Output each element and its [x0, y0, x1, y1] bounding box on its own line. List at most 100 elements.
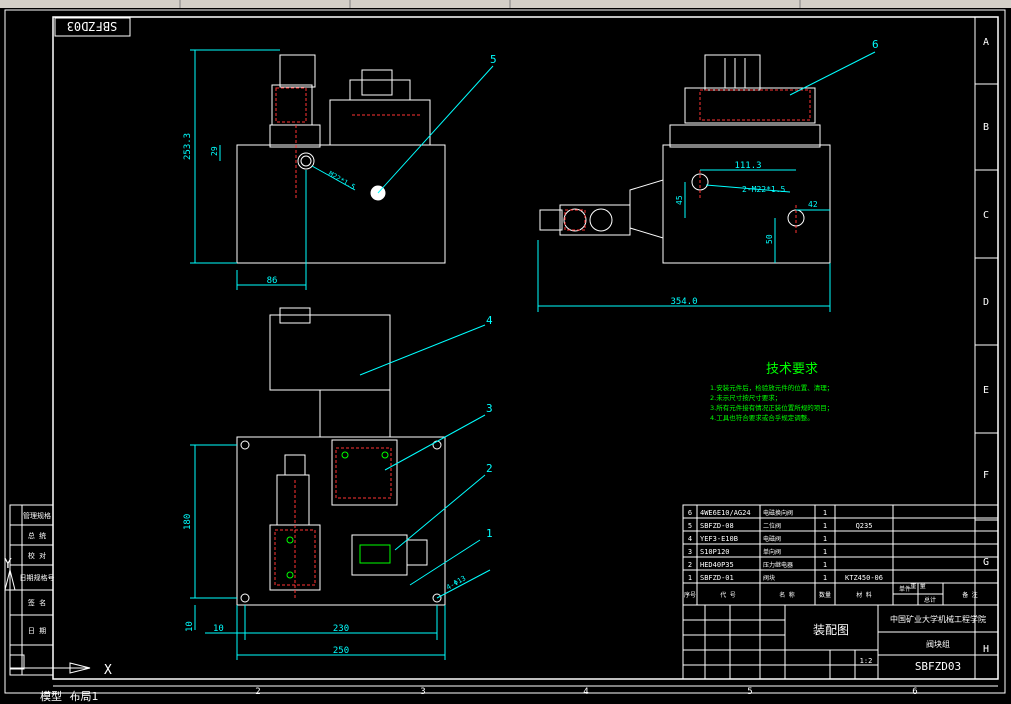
left-panel-label: 总 统	[28, 531, 46, 540]
left-panel-label: 校 对	[28, 551, 46, 560]
bom-header-cell: 序号	[684, 591, 696, 599]
bom-header-cell: 名 称	[779, 591, 795, 599]
bom-code: 4WE6E10/AG24	[700, 509, 751, 517]
dim-front-thread: M22*1.5	[327, 170, 357, 192]
title-part-name: 阀块组	[926, 639, 950, 649]
left-panel	[9, 504, 54, 676]
bom-name: 电磁换向阀	[763, 509, 793, 517]
grid-row-ticks	[975, 83, 998, 606]
bom-no: 2	[688, 561, 692, 569]
dim-side-thread: 2-M22*1.5	[742, 185, 786, 194]
dim-front-bottom: 86	[267, 276, 278, 286]
balloon-2: 2	[486, 462, 493, 475]
grid-row-label: F	[983, 470, 989, 481]
bom-no: 1	[688, 574, 692, 582]
view-front-dims	[190, 49, 494, 290]
balloon-3: 3	[486, 402, 493, 415]
bom-qty: 1	[823, 548, 827, 556]
dim-top-10: 10	[213, 624, 224, 634]
dim-side-50: 50	[765, 234, 774, 244]
tech-lines: 1.安装元件后，检验放元件的位置、清理；2.未示尺寸按尺寸要求；3.所有元件接有…	[710, 383, 833, 422]
bom-name: 二位阀	[763, 522, 781, 530]
bom-header-cell: 材 料	[856, 591, 872, 599]
view-top-red	[274, 447, 392, 600]
dim-top-250: 250	[333, 646, 349, 656]
dim-top-height: 180	[183, 514, 193, 530]
bom-no: 5	[688, 522, 692, 530]
title-drawing-no: SBFZD03	[915, 660, 961, 673]
bom-qty: 1	[823, 561, 827, 569]
grid-col-label: 2	[255, 687, 260, 697]
bom-name: 单向阀	[763, 548, 781, 556]
left-panel-label: 日期规格号	[20, 573, 55, 582]
view-side-red	[564, 89, 811, 235]
bom-no: 4	[688, 535, 692, 543]
bom-code: S10P120	[700, 548, 730, 556]
view-top-dims	[190, 324, 491, 660]
tech-line: 3.所有元件接有情况正装位置所规的项目；	[710, 403, 833, 412]
grid-row-labels: A B C D E F G H	[983, 37, 989, 655]
bom-qty: 1	[823, 535, 827, 543]
ucs-icon	[4, 569, 91, 674]
view-top-green	[286, 451, 391, 579]
grid-col-label: 4	[583, 687, 588, 697]
dim-top-10-left: 10	[185, 621, 195, 632]
grid-row-label: A	[983, 37, 989, 48]
grid-row-label: G	[983, 557, 989, 568]
title-scale: 1:2	[860, 657, 873, 665]
grid-row-label: C	[983, 210, 989, 221]
grid-row-label: B	[983, 122, 989, 133]
bom-header-cell: 重 量	[910, 582, 926, 590]
tech-line: 1.安装元件后，检验放元件的位置、清理；	[710, 383, 833, 392]
drawing-frame	[52, 16, 999, 680]
ucs-y-label: Y	[4, 557, 12, 572]
bom-header-cell: 总计	[924, 596, 936, 604]
bom-qty: 1	[823, 509, 827, 517]
bom-code: YEF3-E10B	[700, 535, 738, 543]
bom-header-cell: 数量	[819, 591, 831, 599]
toolbar-strip	[0, 0, 1011, 8]
view-front-red	[275, 87, 420, 200]
bom-code: SBFZD-01	[700, 574, 734, 582]
left-panel-label: 日 期	[28, 627, 46, 635]
dim-side-total: 354.0	[670, 297, 697, 307]
ucs-x-label: X	[104, 663, 112, 678]
dim-front-small: 29	[210, 146, 219, 156]
grid-row-label: D	[983, 297, 989, 308]
bom-header-cell: 单件	[899, 585, 911, 593]
grid-row-label: E	[983, 385, 989, 396]
balloon-5: 5	[490, 53, 497, 66]
dim-top-hole: 4-Φ13	[445, 574, 467, 591]
tech-line: 2.未示尺寸按尺寸要求；	[710, 393, 781, 402]
bom-no: 6	[688, 509, 692, 517]
bom-header-cell: 代 号	[720, 591, 736, 599]
grid-row-label: H	[983, 644, 989, 655]
left-panel-label: 签 名	[28, 598, 46, 607]
balloon-1: 1	[486, 527, 493, 540]
title-box-text: SBFZD03	[67, 19, 118, 33]
dim-side-45: 45	[675, 195, 684, 205]
view-front	[236, 54, 446, 264]
bom-qty: 1	[823, 574, 827, 582]
bom-header-cell: 备 注	[962, 591, 978, 599]
dim-top-230: 230	[333, 624, 349, 634]
bom-table-grid	[682, 504, 999, 680]
grid-col-label: 6	[912, 687, 917, 697]
left-panel-label: 管理规格	[23, 511, 51, 520]
bom-name: 阀块	[763, 574, 775, 582]
balloon-4: 4	[486, 314, 493, 327]
title-org: 中国矿业大学机械工程学院	[890, 614, 986, 624]
dim-front-height: 253.3	[183, 133, 193, 160]
bom-name: 压力继电器	[763, 561, 793, 569]
bom-qty: 1	[823, 522, 827, 530]
bom-code: HED40P35	[700, 561, 734, 569]
view-top	[236, 307, 446, 606]
view-side-dims	[537, 51, 876, 312]
title-box	[54, 17, 131, 37]
tech-line: 4.工具也符合要求或合乎规定调整。	[710, 413, 814, 422]
bom-mat: Q235	[856, 522, 873, 530]
balloon-6: 6	[872, 38, 879, 51]
